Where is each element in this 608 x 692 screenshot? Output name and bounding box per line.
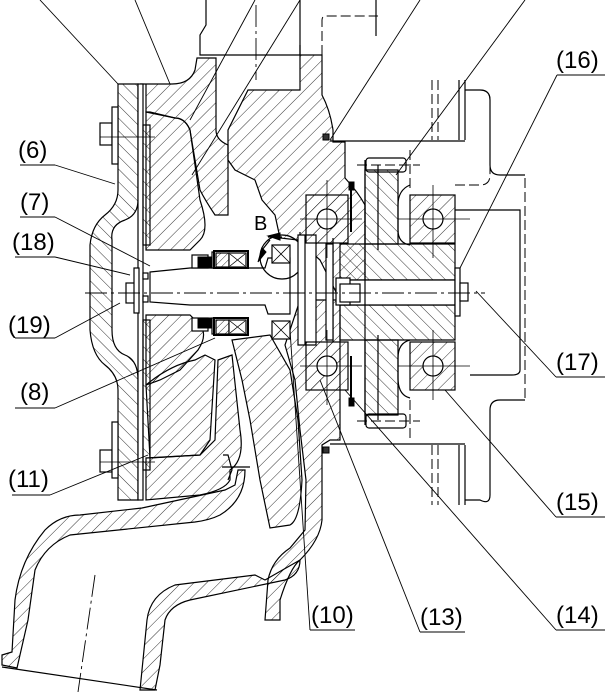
- callout-6: (6): [18, 137, 47, 164]
- callout-15: (15): [556, 489, 599, 516]
- callout-16: (16): [556, 47, 599, 74]
- mechanical-seal: [191, 250, 249, 336]
- callout-10: (10): [311, 602, 354, 629]
- cover-plate: [89, 83, 151, 501]
- top-outlet-flange: [199, 0, 378, 80]
- callout-19: (19): [8, 312, 51, 339]
- detail-b-indicator: B: [254, 213, 305, 340]
- callout-8: (8): [20, 379, 49, 406]
- view-label-b: B: [254, 213, 267, 235]
- upper-cover-bolt: [99, 106, 155, 165]
- outlet-elbow: [1, 454, 301, 692]
- callout-18: (18): [12, 229, 55, 256]
- callout-7: (7): [20, 189, 49, 216]
- right-lower-bearing: [397, 330, 470, 400]
- pulley-outline: [330, 80, 526, 505]
- callout-17: (17): [556, 349, 599, 376]
- left-upper-bearing: [300, 180, 362, 258]
- left-lower-bearing: [300, 330, 362, 405]
- callout-labels: (6) (7) (18) (19) (8) (11) (10) (13) (14…: [8, 47, 599, 631]
- callout-11: (11): [8, 466, 49, 493]
- right-upper-bearing: [397, 184, 470, 258]
- callout-13: (13): [420, 604, 463, 631]
- leader-lines: [12, 0, 605, 633]
- bearing-seals: [322, 133, 355, 454]
- callout-14: (14): [556, 602, 599, 629]
